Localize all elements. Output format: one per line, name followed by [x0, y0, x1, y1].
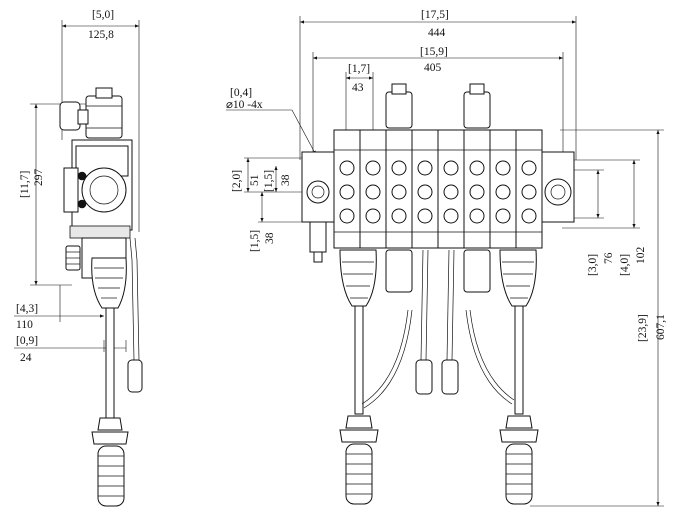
side-width-inch: [5,0]	[92, 9, 114, 21]
side-height-mm: 297	[33, 169, 45, 187]
port-height-1-inch: [3,0]	[587, 254, 599, 276]
overall-width-mm: 444	[428, 27, 446, 39]
port-spacing-2-mm: 38	[280, 174, 292, 186]
section-pitch-mm: 43	[352, 82, 364, 94]
port-spacing-2-inch: [1,5]	[263, 170, 275, 192]
side-offset-inch: [0,9]	[16, 335, 38, 347]
mount-width-mm: 405	[424, 62, 442, 74]
port-height-1-mm: 76	[603, 252, 615, 264]
overall-height-inch: [23,9]	[637, 314, 649, 342]
side-view: [5,0] 125,8 [11,7] 297 [4,3] 110 [0,9] 2…	[14, 9, 143, 507]
side-depth-mm: 110	[16, 319, 33, 331]
port-height-2-inch: [4,0]	[619, 254, 631, 276]
mount-width-inch: [15,9]	[420, 46, 448, 58]
side-width-mm: 125,8	[88, 29, 114, 41]
front-view: [17,5] 444 [15,9] 405 [1,7] 43 [0,4] ⌀10…	[226, 9, 667, 507]
port-spacing-3-inch: [1,5]	[249, 230, 261, 252]
side-height-inch: [11,7]	[19, 171, 31, 198]
port-height-2-mm: 102	[635, 247, 647, 265]
side-depth-inch: [4,3]	[16, 303, 38, 315]
port-spacing-1-mm: 51	[249, 174, 261, 186]
valve-sections	[333, 129, 543, 249]
overall-height-mm: 607,1	[655, 314, 667, 340]
side-offset-mm: 24	[20, 352, 32, 364]
overall-width-inch: [17,5]	[421, 9, 449, 21]
section-pitch-inch: [1,7]	[348, 63, 370, 75]
mount-hole-mm: ⌀10 -4x	[226, 99, 263, 111]
port-spacing-1-inch: [2,0]	[231, 170, 243, 192]
mount-hole-inch: [0,4]	[230, 87, 252, 99]
port-spacing-3-mm: 38	[264, 232, 276, 244]
